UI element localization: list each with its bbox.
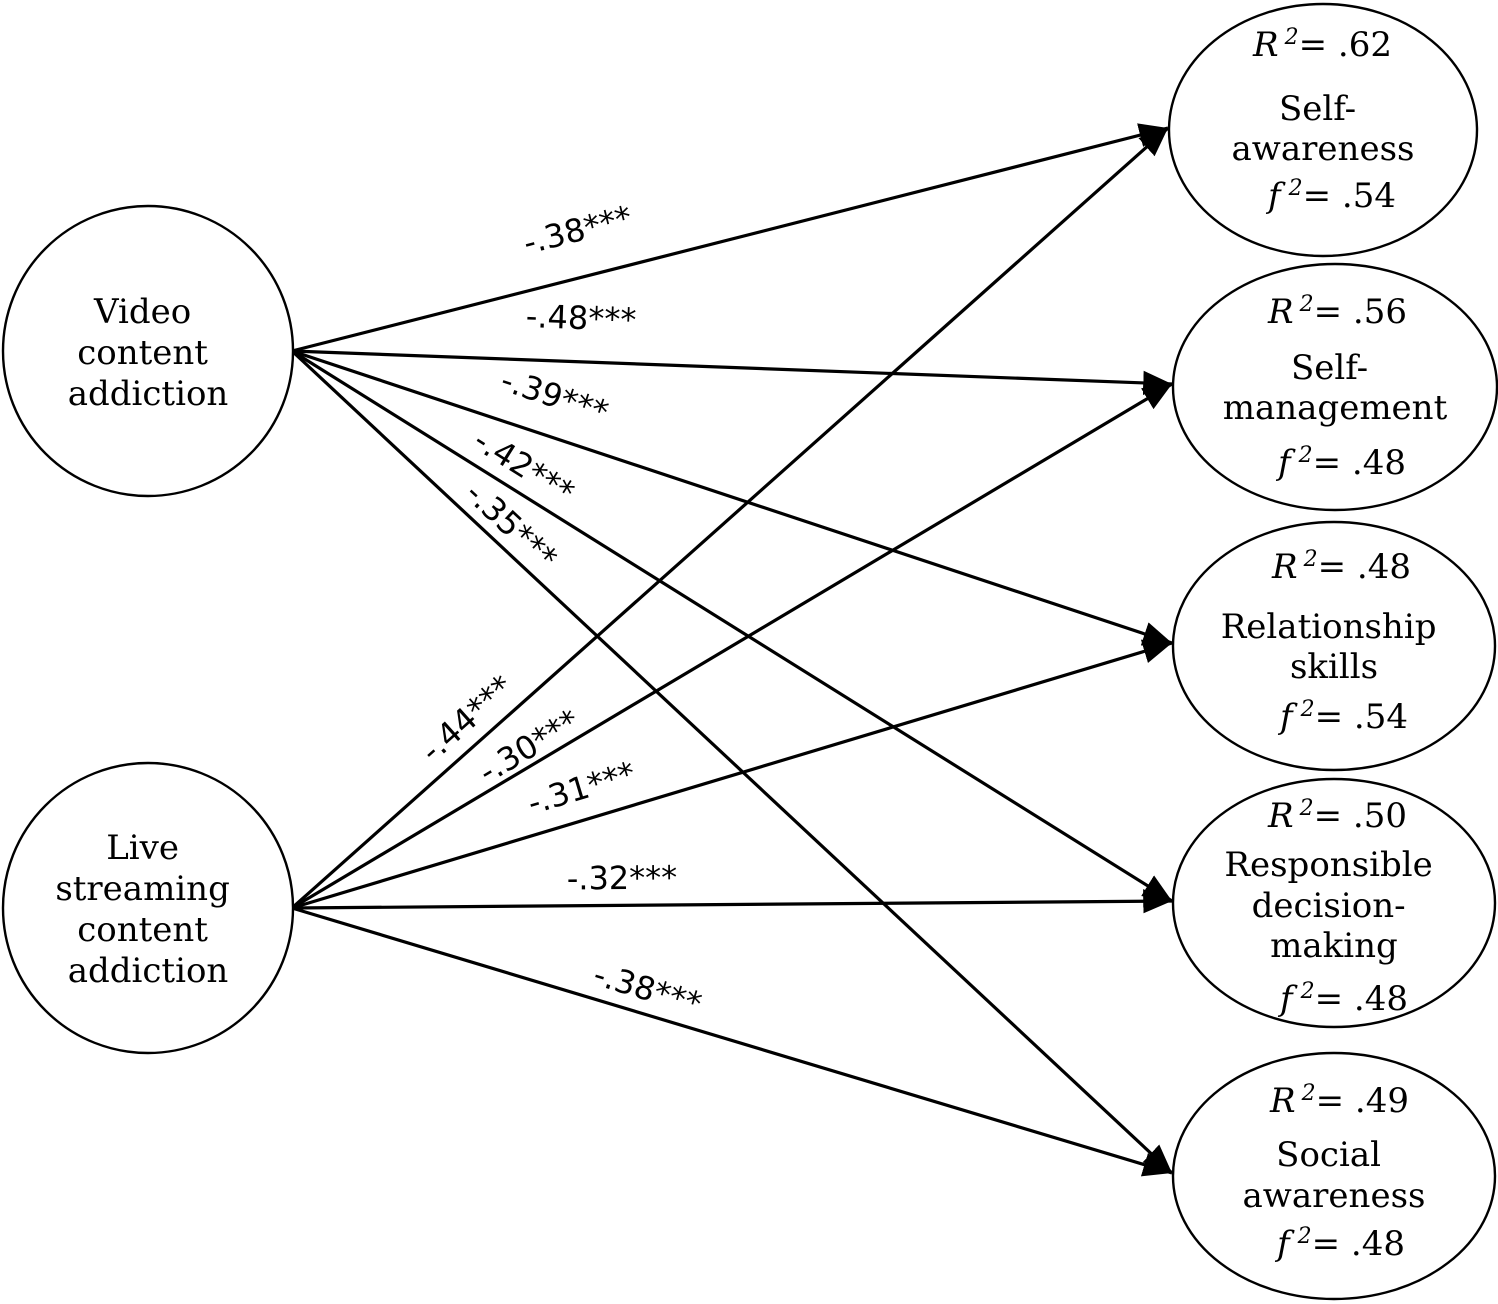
label-line: Social	[1276, 1135, 1381, 1175]
outcome-ellipse	[1171, 262, 1498, 512]
predictor-circle	[1, 204, 295, 498]
path-coefficients: -.38*** -.48*** -.39*** -.42*** -.35*** …	[413, 198, 706, 1023]
coef-video-relationship-skills: -.39***	[496, 361, 613, 432]
predictor-label: Video content addiction	[68, 292, 229, 414]
coef-video-self-management: -.48***	[525, 297, 637, 339]
outcome-label: Self- management	[1223, 348, 1448, 428]
predictor-circle	[1, 761, 295, 1055]
coef-video-self-awareness: -.38***	[519, 198, 635, 262]
label-line: Self-	[1291, 348, 1368, 388]
path-video-to-self-awareness	[291, 123, 1169, 353]
path-live-to-social-awareness	[291, 906, 1173, 1177]
outcome-ellipse	[1171, 777, 1497, 1029]
outcome-ellipse	[1167, 2, 1479, 258]
label-line: content	[77, 910, 208, 950]
path-live-to-relationship-skills	[291, 639, 1173, 910]
label-line: Relationship	[1221, 607, 1437, 647]
label-line: awareness	[1243, 1176, 1426, 1216]
coef-live-relationship-skills: -.31***	[523, 754, 640, 822]
label-line: making	[1270, 926, 1398, 966]
label-line: addiction	[68, 374, 229, 414]
coef-live-social-awareness: -.38***	[589, 955, 706, 1023]
label-line: skills	[1290, 647, 1378, 687]
label-line: Responsible	[1224, 845, 1432, 885]
label-line: Live	[106, 828, 179, 868]
label-line: decision-	[1252, 886, 1406, 926]
path-live-to-self-management	[291, 382, 1173, 910]
label-line: awareness	[1232, 129, 1415, 169]
path-video-to-self-management	[291, 349, 1173, 396]
path-video-to-social-awareness	[290, 349, 1174, 1175]
path-video-to-responsible-decision	[291, 349, 1173, 903]
predictor-live-streaming-content-addiction: Live streaming content addiction	[1, 761, 295, 1055]
label-line: addiction	[68, 951, 229, 991]
outcome-label: Responsible decision- making	[1224, 845, 1443, 966]
label-line: Self-	[1279, 89, 1356, 129]
outcome-ellipse	[1171, 520, 1497, 772]
paths	[290, 123, 1174, 1177]
path-video-to-relationship-skills	[291, 349, 1173, 646]
label-line: Video	[93, 292, 191, 332]
predictor-video-content-addiction: Video content addiction	[1, 204, 295, 498]
path-live-to-self-awareness	[290, 126, 1170, 910]
label-line: management	[1223, 388, 1448, 428]
outcome-label: Self- awareness	[1232, 89, 1415, 169]
outcome-label: Social awareness	[1243, 1135, 1426, 1216]
coef-live-responsible-decision: -.32***	[567, 859, 678, 898]
label-line: streaming	[55, 869, 230, 909]
predictor-label: Live streaming content addiction	[55, 828, 240, 991]
path-live-to-responsible-decision	[291, 889, 1173, 914]
label-line: content	[77, 333, 208, 373]
outcome-label: Relationship skills	[1221, 607, 1448, 687]
outcome-ellipse	[1171, 1051, 1497, 1301]
